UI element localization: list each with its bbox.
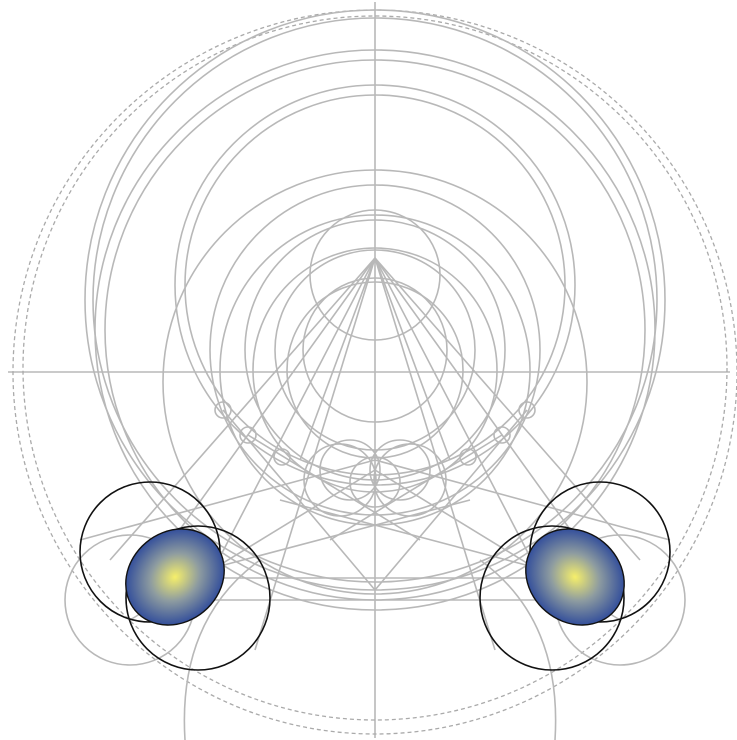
arc-left bbox=[183, 559, 261, 740]
cross-line bbox=[374, 459, 671, 541]
outer-dashed-circles bbox=[12, 9, 737, 735]
cross-line bbox=[247, 434, 421, 541]
concentric-circle bbox=[252, 247, 498, 493]
lens-right bbox=[525, 528, 625, 626]
node-circle bbox=[459, 448, 477, 466]
apex-lines bbox=[109, 257, 641, 651]
cross-line bbox=[79, 459, 376, 541]
construction-circle bbox=[92, 17, 658, 583]
node-circle bbox=[493, 426, 511, 444]
outer-dashed-circle bbox=[12, 9, 737, 735]
small-circle bbox=[319, 439, 381, 501]
apex-line bbox=[374, 257, 556, 606]
large-circles bbox=[84, 9, 666, 611]
small-circle bbox=[369, 439, 431, 501]
concentric-circle bbox=[286, 281, 464, 459]
lenses bbox=[125, 528, 625, 626]
black-circle-right-lower bbox=[479, 525, 625, 671]
small-circle bbox=[349, 456, 401, 508]
apex-line bbox=[374, 257, 641, 561]
cross-line bbox=[374, 409, 528, 591]
concentric-circle bbox=[244, 219, 506, 481]
node-circle bbox=[518, 401, 536, 419]
construction-circle bbox=[94, 49, 656, 611]
arc-right bbox=[479, 559, 557, 740]
construction-circle bbox=[162, 169, 588, 595]
top-inner-circle bbox=[309, 209, 441, 341]
cross-line bbox=[329, 434, 503, 541]
cross-line bbox=[222, 409, 376, 591]
axes bbox=[8, 2, 730, 738]
apex-line bbox=[109, 257, 376, 561]
outer-dashed-circle bbox=[22, 15, 728, 721]
node-circle bbox=[273, 448, 291, 466]
node-circle bbox=[239, 426, 257, 444]
apex-line bbox=[254, 257, 376, 651]
concentric-circle bbox=[274, 249, 476, 451]
concentric-circle bbox=[209, 184, 541, 516]
concentric-circles bbox=[209, 184, 541, 526]
black-circle-left-lower bbox=[125, 525, 271, 671]
apex-line bbox=[299, 257, 376, 461]
apex-line bbox=[374, 257, 496, 651]
lens-left bbox=[125, 528, 225, 626]
apex-line bbox=[374, 257, 451, 461]
node-circle bbox=[214, 401, 232, 419]
apex-line bbox=[194, 257, 376, 606]
concentric-circle bbox=[302, 277, 448, 423]
